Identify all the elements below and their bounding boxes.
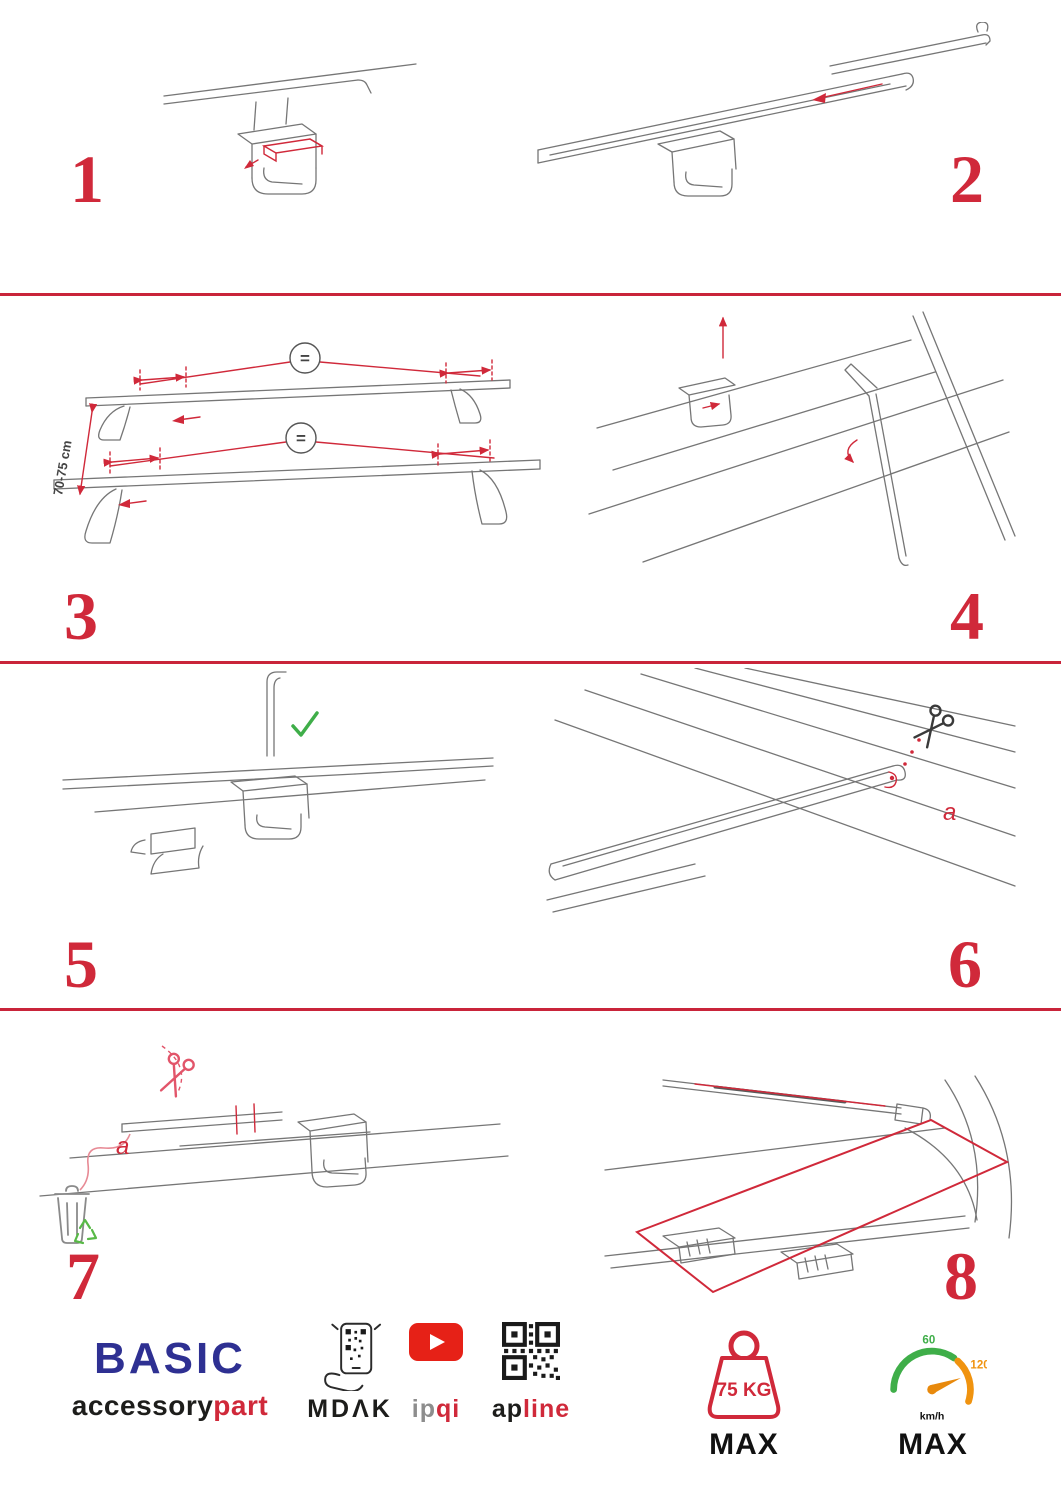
speed-tick-high: 120	[970, 1359, 987, 1371]
step-8-illustration	[604, 1075, 1013, 1294]
step-1-number: 1	[70, 141, 104, 217]
max-speed-block: 60 120 km/h MAX	[874, 1330, 992, 1460]
phone-scan-icon	[324, 1322, 382, 1391]
section-divider-1	[0, 293, 1061, 296]
step-6-illustration: a	[546, 668, 1016, 913]
step-5-illustration	[62, 671, 494, 875]
cut-strip-sketch	[79, 1133, 131, 1191]
equals-symbol: =	[296, 429, 306, 448]
step-1-illustration	[163, 63, 417, 195]
brand-title: BASIC	[94, 1334, 246, 1383]
section-divider-2	[0, 661, 1061, 664]
step-4-illustration	[588, 311, 1016, 566]
weight-icon: 75 KG	[707, 1330, 781, 1419]
partner-apline-block: apline	[486, 1322, 576, 1422]
checkmark-icon	[291, 711, 319, 737]
max-load-value: 75 KG	[717, 1380, 772, 1401]
speedometer-icon: 60 120 km/h	[890, 1334, 987, 1422]
equals-badge: =	[285, 422, 317, 454]
step-2-illustration	[537, 22, 991, 197]
step-3-illustration: = = 70-75 cm	[50, 342, 541, 544]
section-divider-3	[0, 1008, 1061, 1011]
qr-code-icon	[502, 1322, 560, 1380]
step-2-number: 2	[950, 141, 984, 217]
brand-subtitle-right: part	[213, 1390, 269, 1422]
brand-subtitle-left: accessory	[71, 1390, 214, 1422]
partner-ipqi-block: ipqi	[402, 1322, 470, 1422]
scissors-icon	[913, 704, 955, 749]
partner-apline-right: line	[523, 1395, 571, 1423]
trash-recycle-icon	[54, 1185, 98, 1245]
speed-tick-low: 60	[922, 1334, 935, 1346]
brand-subtitle: accessorypart	[62, 1390, 278, 1422]
partner-apline-label: apline	[492, 1397, 570, 1422]
step-7-illustration: a	[39, 1045, 509, 1245]
step-3-number: 3	[64, 578, 98, 654]
cut-point-label: a	[116, 1133, 129, 1160]
step-4-number: 4	[950, 578, 984, 654]
partner-ipqi-right: qi	[436, 1395, 461, 1423]
step-8-number: 8	[944, 1238, 978, 1314]
step-5-number: 5	[64, 926, 98, 1002]
speed-unit: km/h	[920, 1410, 945, 1422]
equals-badge: =	[289, 342, 321, 374]
brand-block: BASIC accessorypart	[62, 1334, 278, 1422]
partner-ipqi-label: ipqi	[412, 1397, 460, 1422]
max-speed-label: MAX	[898, 1428, 968, 1461]
equals-symbol: =	[300, 349, 310, 368]
youtube-icon	[409, 1323, 463, 1361]
max-load-block: 75 KG MAX	[688, 1326, 800, 1460]
step-6-number: 6	[948, 926, 982, 1002]
partner-ipqi-left: ip	[411, 1395, 436, 1423]
fitting-zone-outline	[634, 1118, 1010, 1294]
max-load-label: MAX	[709, 1428, 779, 1461]
partner-apline-left: ap	[491, 1395, 524, 1423]
cut-point-label: a	[943, 799, 956, 826]
partner-mdak-block: MDΛK	[298, 1322, 402, 1422]
partner-mdak-label: MDΛK	[307, 1395, 393, 1423]
step-7-number: 7	[66, 1238, 100, 1314]
